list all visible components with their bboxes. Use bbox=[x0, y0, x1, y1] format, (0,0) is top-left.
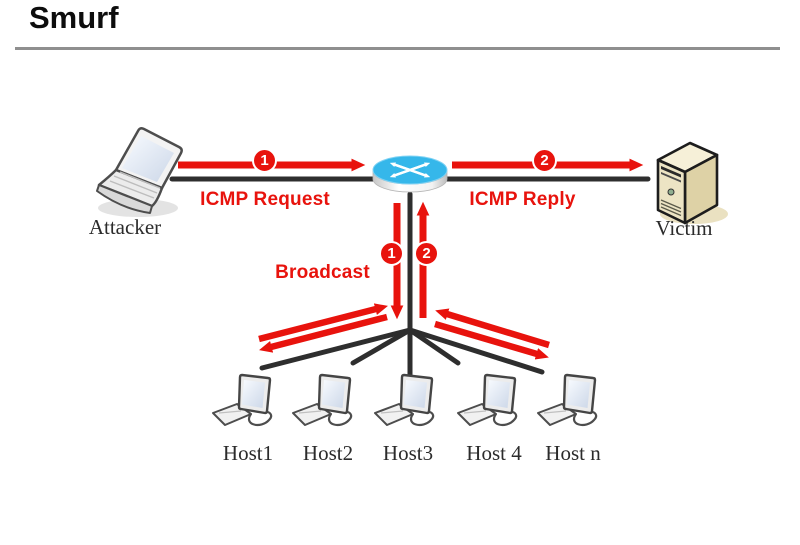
fan-line-host2 bbox=[350, 327, 413, 366]
host2-label: Host2 bbox=[302, 441, 354, 465]
attacker-label: Attacker bbox=[88, 215, 162, 239]
step-2-badge: 2 bbox=[532, 148, 557, 173]
host1-computer-icon bbox=[212, 373, 273, 427]
broadcast-step-2-badge: 2 bbox=[414, 241, 439, 266]
page-title: Smurf bbox=[29, 0, 119, 35]
left-hosts-in-arrow bbox=[258, 303, 388, 343]
host2-computer-icon bbox=[292, 373, 353, 427]
hostn-label: Host n bbox=[545, 441, 601, 465]
host-icons bbox=[212, 373, 598, 427]
hostn-computer-icon bbox=[537, 373, 598, 427]
right-hosts-out-arrow bbox=[434, 320, 549, 360]
icmp-request-label: ICMP Request bbox=[200, 189, 330, 210]
step-1-badge: 1 bbox=[252, 148, 277, 173]
attacker-laptop-icon bbox=[96, 127, 183, 217]
broadcast-label: Broadcast bbox=[275, 262, 370, 283]
icmp-reply-label: ICMP Reply bbox=[469, 189, 576, 210]
router-icon bbox=[372, 155, 448, 193]
host1-label: Host1 bbox=[222, 441, 274, 465]
victim-server-icon bbox=[656, 141, 728, 225]
broadcast-step-1-badge: 1 bbox=[379, 241, 404, 266]
left-hosts-out-arrow bbox=[259, 313, 388, 353]
fan-line-host1 bbox=[259, 327, 413, 371]
fan-line-hostn bbox=[407, 327, 545, 375]
title-divider bbox=[15, 47, 780, 50]
right-hosts-in-arrow bbox=[435, 308, 550, 349]
host3-label: Host3 bbox=[382, 441, 434, 465]
host3-computer-icon bbox=[374, 373, 435, 427]
fan-line-host4 bbox=[407, 327, 461, 366]
host4-label: Host 4 bbox=[466, 441, 522, 465]
host4-computer-icon bbox=[457, 373, 518, 427]
victim-label: Victim bbox=[655, 216, 713, 240]
